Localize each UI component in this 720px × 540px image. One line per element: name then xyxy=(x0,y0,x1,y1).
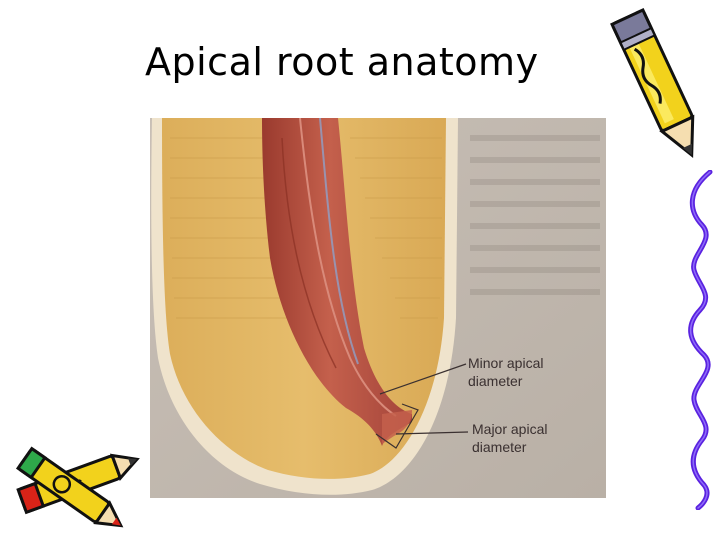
label-major-line-1: Major apical xyxy=(472,421,548,437)
slide-title: Apical root anatomy xyxy=(145,40,539,84)
pencil-clipart-top-right xyxy=(610,8,695,159)
label-major-apical-diameter: Major apical diameter xyxy=(472,420,547,456)
label-major-line-2: diameter xyxy=(472,439,527,455)
label-minor-line-2: diameter xyxy=(468,373,523,389)
crossed-pencils-clipart-bottom-left xyxy=(15,446,140,528)
apical-root-diagram: Minor apical diameter Major apical diame… xyxy=(150,118,606,498)
label-minor-apical-diameter: Minor apical diameter xyxy=(468,354,543,390)
root-illustration xyxy=(150,118,606,498)
label-minor-line-1: Minor apical xyxy=(468,355,544,371)
wavy-line-decoration xyxy=(688,170,713,510)
